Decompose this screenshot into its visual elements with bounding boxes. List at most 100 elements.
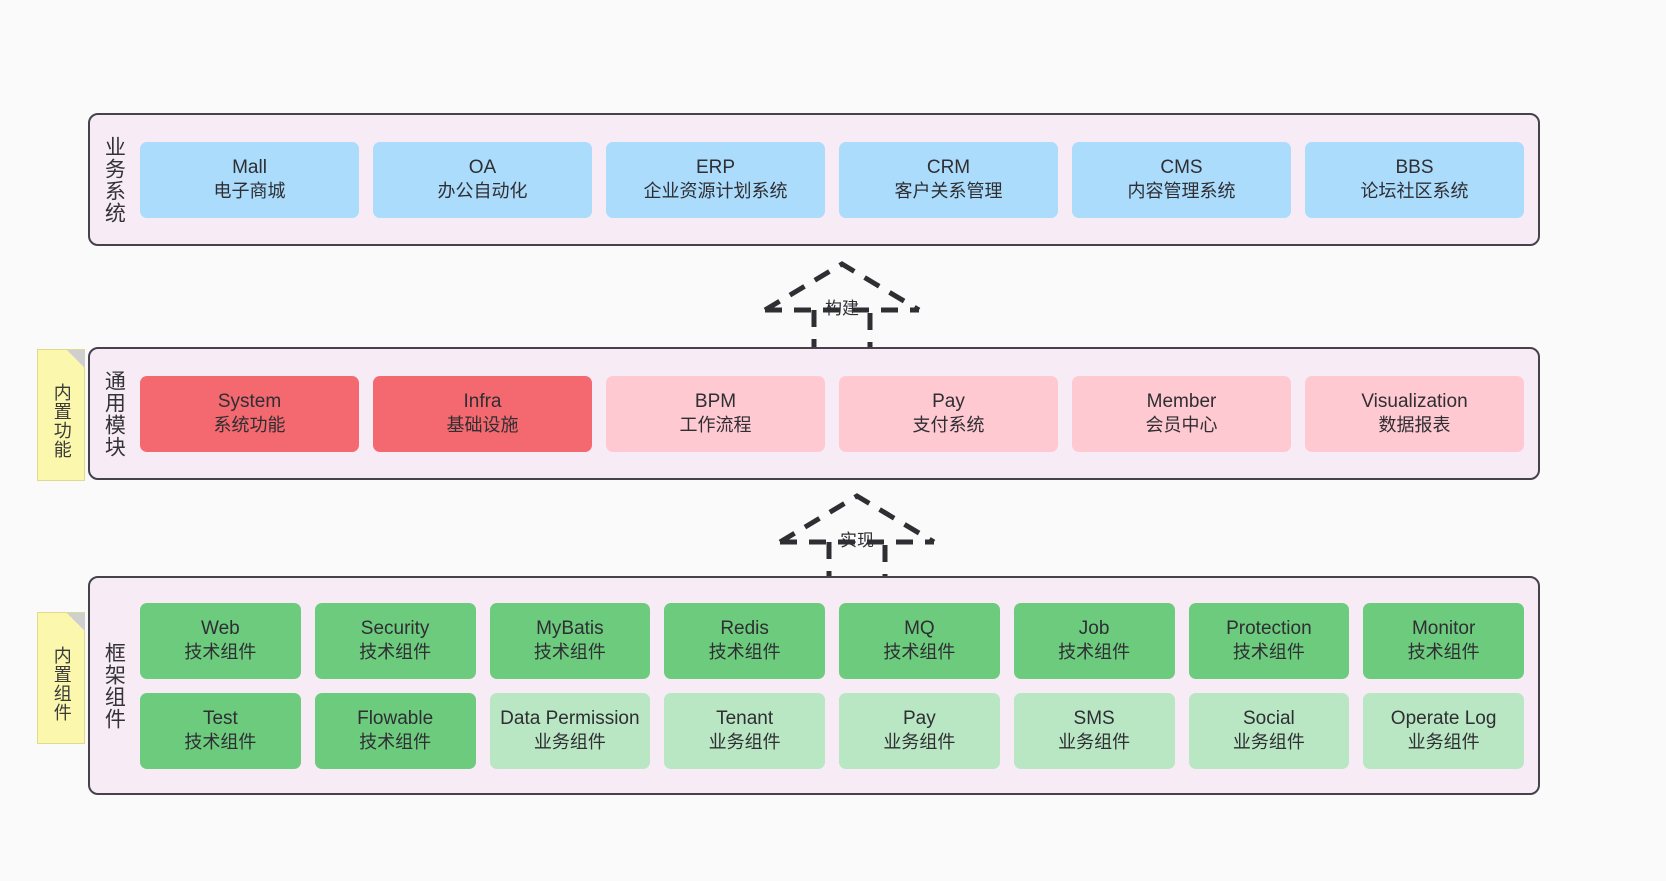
node-desc: 支付系统 bbox=[912, 415, 985, 436]
node-desc: 数据报表 bbox=[1378, 415, 1451, 436]
arrow-label: 实现 bbox=[840, 531, 874, 550]
node-desc: 内容管理系统 bbox=[1127, 181, 1236, 202]
node-name: BBS bbox=[1395, 157, 1434, 179]
node-desc: 业务组件 bbox=[708, 732, 781, 753]
layer-framework-components: 框架组件 Web 技术组件 Security 技术组件 MyBatis 技术组件… bbox=[88, 576, 1540, 795]
node-name: MQ bbox=[904, 618, 935, 640]
node-desc: 业务组件 bbox=[1407, 732, 1480, 753]
arrowhead-dashed-triangle-icon bbox=[763, 261, 921, 313]
node-infra[interactable]: Infra 基础设施 bbox=[373, 375, 592, 452]
node-member[interactable]: Member 会员中心 bbox=[1072, 375, 1291, 452]
node-name: Monitor bbox=[1411, 618, 1476, 640]
sticky-note-built-in-components: 内置组件 bbox=[37, 612, 85, 744]
node-name: MyBatis bbox=[536, 618, 604, 640]
node-name: OA bbox=[468, 157, 497, 179]
node-desc: 电子商城 bbox=[213, 181, 286, 202]
node-desc: 论坛社区系统 bbox=[1360, 181, 1469, 202]
node-name: SMS bbox=[1073, 708, 1115, 730]
layer-body-business-systems: Mall 电子商城 OA 办公自动化 ERP 企业资源计划系统 CRM 客户关系… bbox=[136, 115, 1538, 244]
node-desc: 技术组件 bbox=[359, 642, 432, 663]
row: Web 技术组件 Security 技术组件 MyBatis 技术组件 Redi… bbox=[140, 602, 1524, 679]
node-desc: 工作流程 bbox=[679, 415, 752, 436]
node-tenant[interactable]: Tenant 业务组件 bbox=[664, 692, 825, 769]
layer-title-framework-components: 框架组件 bbox=[102, 641, 126, 730]
node-desc: 客户关系管理 bbox=[894, 181, 1003, 202]
node-sms[interactable]: SMS 业务组件 bbox=[1013, 692, 1175, 769]
row: System 系统功能 Infra 基础设施 BPM 工作流程 Pay 支付系统… bbox=[140, 375, 1524, 452]
node-desc: 业务组件 bbox=[1232, 732, 1305, 753]
node-desc: 业务组件 bbox=[533, 732, 606, 753]
node-name: Web bbox=[201, 618, 240, 640]
node-bpm[interactable]: BPM 工作流程 bbox=[606, 375, 825, 452]
node-desc: 技术组件 bbox=[883, 642, 956, 663]
node-name: BPM bbox=[694, 391, 737, 413]
node-flowable[interactable]: Flowable 技术组件 bbox=[314, 692, 476, 769]
node-name: Member bbox=[1146, 391, 1217, 413]
node-desc: 技术组件 bbox=[184, 642, 257, 663]
node-name: CMS bbox=[1160, 157, 1203, 179]
node-web[interactable]: Web 技术组件 bbox=[140, 602, 301, 679]
node-desc: 企业资源计划系统 bbox=[643, 181, 788, 202]
node-redis[interactable]: Redis 技术组件 bbox=[664, 602, 825, 679]
node-name: Job bbox=[1078, 618, 1110, 640]
layer-common-modules: 通用模块 System 系统功能 Infra 基础设施 BPM 工作流程 Pay… bbox=[88, 347, 1540, 480]
node-desc: 技术组件 bbox=[1407, 642, 1480, 663]
node-cms[interactable]: CMS 内容管理系统 bbox=[1072, 141, 1291, 218]
node-name: Operate Log bbox=[1390, 708, 1497, 730]
node-monitor[interactable]: Monitor 技术组件 bbox=[1363, 602, 1524, 679]
arrow-build: 构建 bbox=[757, 258, 927, 355]
node-crm[interactable]: CRM 客户关系管理 bbox=[839, 141, 1058, 218]
node-desc: 技术组件 bbox=[1232, 642, 1305, 663]
node-name: Data Permission bbox=[500, 708, 640, 730]
node-operate-log[interactable]: Operate Log 业务组件 bbox=[1363, 692, 1524, 769]
node-bbs[interactable]: BBS 论坛社区系统 bbox=[1305, 141, 1524, 218]
node-mall[interactable]: Mall 电子商城 bbox=[140, 141, 359, 218]
node-desc: 技术组件 bbox=[1058, 642, 1131, 663]
layer-title-common-modules: 通用模块 bbox=[102, 369, 126, 458]
node-desc: 办公自动化 bbox=[437, 181, 528, 202]
node-test[interactable]: Test 技术组件 bbox=[140, 692, 301, 769]
node-name: System bbox=[217, 391, 282, 413]
node-security[interactable]: Security 技术组件 bbox=[314, 602, 476, 679]
sticky-note-label: 内置功能 bbox=[51, 383, 72, 459]
node-social[interactable]: Social 业务组件 bbox=[1188, 692, 1350, 769]
node-mq[interactable]: MQ 技术组件 bbox=[839, 602, 1000, 679]
arrow-realize: 实现 bbox=[772, 490, 942, 587]
layer-body-common-modules: System 系统功能 Infra 基础设施 BPM 工作流程 Pay 支付系统… bbox=[136, 349, 1538, 478]
node-pay-component[interactable]: Pay 业务组件 bbox=[839, 692, 1000, 769]
node-name: Pay bbox=[903, 708, 936, 730]
node-protection[interactable]: Protection 技术组件 bbox=[1188, 602, 1350, 679]
node-name: Protection bbox=[1226, 618, 1312, 640]
node-name: Tenant bbox=[716, 708, 774, 730]
node-pay[interactable]: Pay 支付系统 bbox=[839, 375, 1058, 452]
node-desc: 技术组件 bbox=[184, 732, 257, 753]
node-name: Redis bbox=[720, 618, 769, 640]
node-mybatis[interactable]: MyBatis 技术组件 bbox=[489, 602, 651, 679]
node-name: Social bbox=[1243, 708, 1295, 730]
node-job[interactable]: Job 技术组件 bbox=[1013, 602, 1175, 679]
node-name: Mall bbox=[232, 157, 267, 179]
node-desc: 技术组件 bbox=[533, 642, 606, 663]
node-name: ERP bbox=[695, 157, 736, 179]
node-name: Test bbox=[202, 708, 238, 730]
layer-title-business-systems: 业务系统 bbox=[102, 135, 126, 224]
node-erp[interactable]: ERP 企业资源计划系统 bbox=[606, 141, 825, 218]
arrowhead-dashed-triangle-icon bbox=[778, 493, 936, 545]
node-data-permission[interactable]: Data Permission 业务组件 bbox=[489, 692, 651, 769]
sticky-note-built-in-functions: 内置功能 bbox=[37, 349, 85, 481]
node-desc: 会员中心 bbox=[1145, 415, 1218, 436]
node-name: Visualization bbox=[1361, 391, 1468, 413]
sticky-note-label: 内置组件 bbox=[51, 646, 72, 722]
node-visualization[interactable]: Visualization 数据报表 bbox=[1305, 375, 1524, 452]
node-name: Security bbox=[360, 618, 430, 640]
arrow-label: 构建 bbox=[825, 299, 859, 318]
node-desc: 基础设施 bbox=[446, 415, 519, 436]
node-system[interactable]: System 系统功能 bbox=[140, 375, 359, 452]
node-desc: 业务组件 bbox=[1058, 732, 1131, 753]
node-oa[interactable]: OA 办公自动化 bbox=[373, 141, 592, 218]
node-desc: 系统功能 bbox=[213, 415, 286, 436]
node-name: Pay bbox=[932, 391, 965, 413]
node-desc: 技术组件 bbox=[708, 642, 781, 663]
layer-body-framework-components: Web 技术组件 Security 技术组件 MyBatis 技术组件 Redi… bbox=[136, 578, 1538, 793]
